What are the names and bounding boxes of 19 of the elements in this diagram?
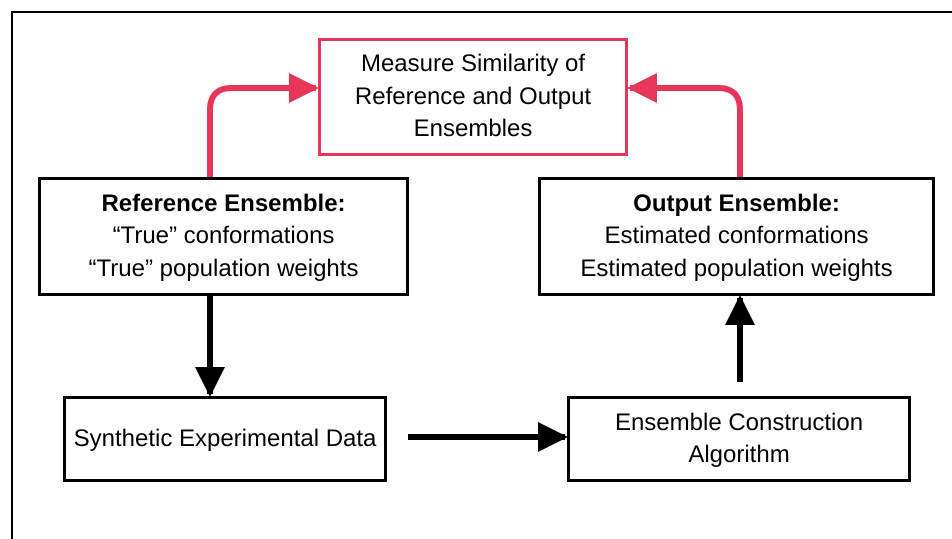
box-text: Measure Similarity of Reference and Output Ensembles xyxy=(354,49,592,144)
box-heading: Reference Ensemble: xyxy=(101,188,346,219)
arrow xyxy=(725,295,755,382)
process-box xyxy=(538,177,935,296)
box-text: Estimated population weights xyxy=(580,254,893,284)
process-box xyxy=(63,396,387,482)
box-text: “True” conformations xyxy=(112,221,334,252)
box-text: Estimated conformations xyxy=(604,221,869,252)
process-box xyxy=(318,38,628,156)
process-box xyxy=(567,396,911,482)
process-box xyxy=(38,177,409,296)
arrow xyxy=(408,422,568,452)
box-text: “True” population weights xyxy=(88,254,358,284)
arrow xyxy=(207,73,319,177)
arrow xyxy=(195,296,225,397)
arrow xyxy=(627,73,743,177)
box-text: Ensemble Construction Algorithm xyxy=(614,408,864,470)
box-heading: Output Ensemble: xyxy=(633,188,840,219)
box-text: Synthetic Experimental Data xyxy=(74,424,376,454)
